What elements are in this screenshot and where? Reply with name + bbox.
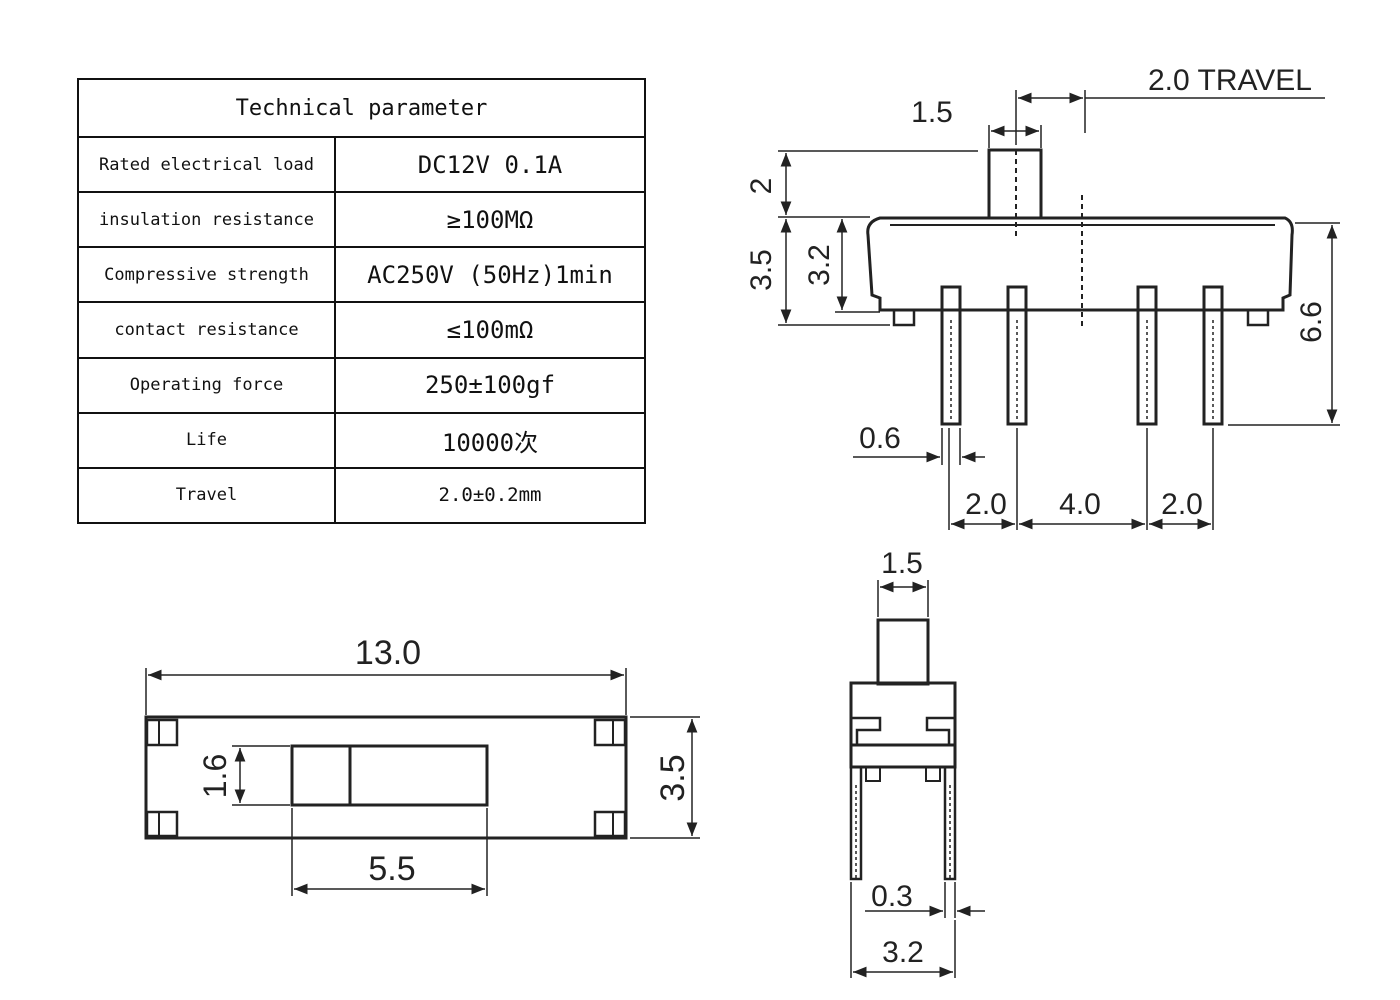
row-value: 2.0±0.2mm	[334, 466, 646, 525]
table-row: Compressive strength AC250V (50Hz)1min	[77, 246, 646, 304]
slot-height-dim: 1.6	[197, 754, 233, 798]
body-outline	[144, 715, 628, 840]
slot	[290, 744, 489, 807]
row-value: ≤100mΩ	[334, 301, 646, 359]
length-dim: 13.0	[355, 634, 421, 672]
row-value: ≥100MΩ	[334, 191, 646, 249]
switch-body	[866, 216, 1294, 312]
overall-height-dim: 6.6	[1295, 301, 1328, 343]
total-height-dim: 3.5	[745, 249, 778, 291]
row-value: 250±100gf	[334, 356, 646, 414]
pin-width-dim: 0.6	[859, 422, 901, 455]
pitch-right-dim: 2.0	[1161, 488, 1203, 521]
side-view: 2.0 TRAVEL 1.5 2 3.5 3.2 6.6 0.6	[745, 64, 1340, 530]
row-label: Operating force	[77, 356, 336, 414]
row-value: AC250V (50Hz)1min	[334, 246, 646, 304]
body-height-dim: 3.2	[803, 244, 836, 286]
slot-length-dim: 5.5	[368, 850, 415, 888]
end-view: 1.5 0.3 3.2	[849, 547, 985, 978]
table-row: Life 10000次	[77, 411, 646, 469]
row-label: insulation resistance	[77, 191, 336, 249]
width-dim: 3.5	[654, 754, 692, 801]
row-label: Travel	[77, 466, 336, 525]
top-view: 13.0 3.5 1.6 5.5	[144, 634, 700, 896]
table-title: Technical parameter	[77, 77, 646, 139]
table-row: Operating force 250±100gf	[77, 356, 646, 414]
row-label: Life	[77, 411, 336, 469]
knob-height-dim: 2	[745, 178, 778, 195]
knob-width-dim: 1.5	[911, 96, 953, 129]
row-label: contact resistance	[77, 301, 336, 359]
table-row: insulation resistance ≥100MΩ	[77, 191, 646, 249]
row-value: 10000次	[334, 411, 646, 469]
body-width-dim: 3.2	[882, 936, 924, 969]
end-knob-width-dim: 1.5	[881, 547, 923, 580]
pins	[940, 285, 1224, 426]
travel-label: 2.0 TRAVEL	[1148, 64, 1312, 97]
pitch-center-dim: 4.0	[1059, 488, 1101, 521]
table-row: Travel 2.0±0.2mm	[77, 466, 646, 525]
pin-thickness-dim: 0.3	[871, 880, 913, 913]
row-label: Rated electrical load	[77, 136, 336, 194]
row-label: Compressive strength	[77, 246, 336, 304]
table-row: contact resistance ≤100mΩ	[77, 301, 646, 359]
table-row: Rated electrical load DC12V 0.1A	[77, 136, 646, 194]
end-knob	[876, 618, 930, 686]
technical-parameter-table: Technical parameter Rated electrical loa…	[77, 77, 646, 525]
row-value: DC12V 0.1A	[334, 136, 646, 194]
pitch-left-dim: 2.0	[965, 488, 1007, 521]
